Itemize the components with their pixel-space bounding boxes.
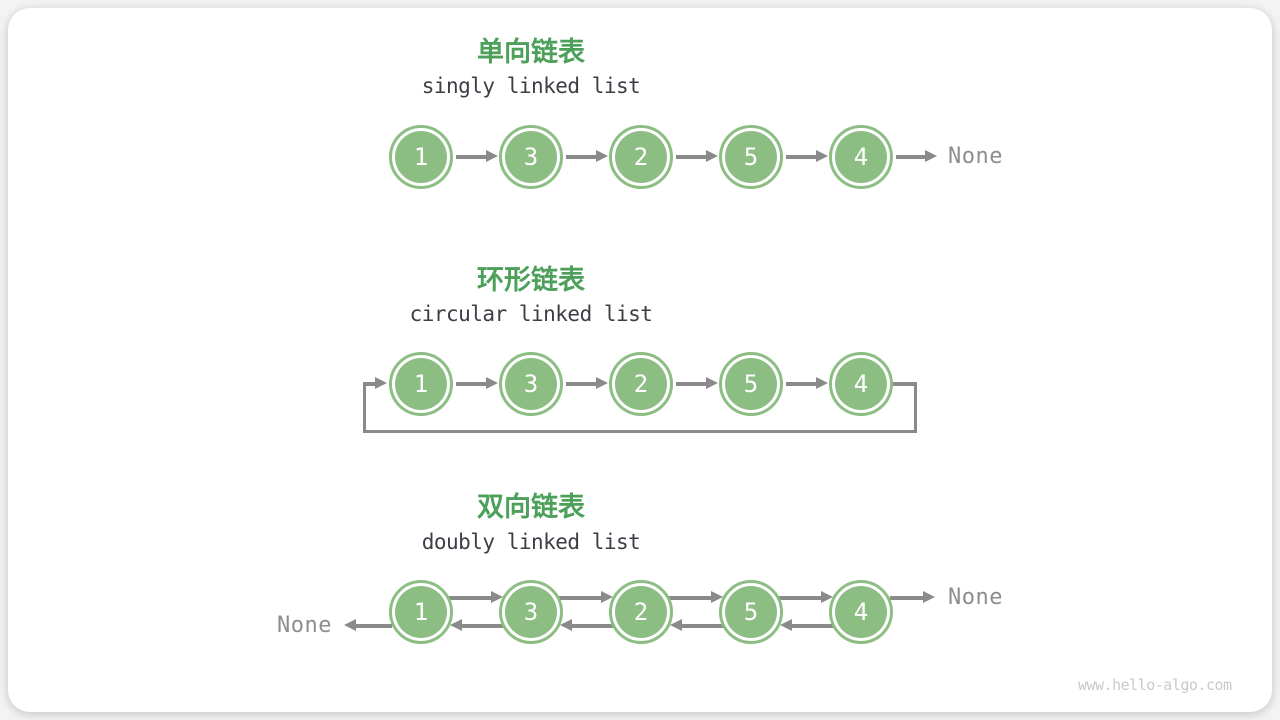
- node-circular-1: 3: [499, 352, 563, 416]
- next-pointer-arrow-icon: [668, 591, 723, 603]
- next-pointer-arrow-icon: [456, 377, 498, 389]
- node-doubly-1: 3: [499, 580, 563, 644]
- next-pointer-arrow-icon: [786, 150, 828, 162]
- node-value: 4: [835, 586, 887, 638]
- node-doubly-4: 4: [829, 580, 893, 644]
- node-circular-2: 2: [609, 352, 673, 416]
- node-doubly-0: 1: [389, 580, 453, 644]
- node-circular-4: 4: [829, 352, 893, 416]
- circular-loop-path: [363, 382, 917, 433]
- prev-pointer-arrow-icon: [670, 619, 725, 631]
- node-singly-4: 4: [829, 125, 893, 189]
- next-pointer-arrow-icon: [676, 377, 718, 389]
- none-label-singly-tail: None: [948, 144, 1003, 169]
- next-pointer-arrow-icon: [566, 150, 608, 162]
- prev-pointer-arrow-icon: [560, 619, 615, 631]
- next-pointer-arrow-icon: [448, 591, 503, 603]
- section-subtitle-circular: circular linked list: [409, 302, 653, 326]
- node-value: 2: [615, 131, 667, 183]
- node-value: 3: [505, 131, 557, 183]
- next-pointer-arrow-icon: [778, 591, 833, 603]
- node-doubly-3: 5: [719, 580, 783, 644]
- tail-none-arrow-icon: [890, 591, 935, 603]
- node-value: 3: [505, 586, 557, 638]
- watermark-label: www.hello-algo.com: [1078, 676, 1232, 694]
- section-subtitle-doubly: doubly linked list: [421, 530, 641, 554]
- none-label-doubly-head: None: [277, 613, 332, 638]
- tail-none-arrow-icon: [896, 150, 937, 162]
- section-subtitle-singly: singly linked list: [421, 74, 641, 98]
- node-value: 1: [395, 586, 447, 638]
- node-value: 3: [505, 358, 557, 410]
- node-singly-3: 5: [719, 125, 783, 189]
- prev-pointer-arrow-icon: [450, 619, 505, 631]
- section-title-doubly: 双向链表: [477, 492, 585, 522]
- section-title-circular: 环形链表: [477, 265, 585, 295]
- loop-exit-line: [891, 382, 917, 386]
- node-value: 4: [835, 131, 887, 183]
- node-value: 5: [725, 131, 777, 183]
- node-singly-1: 3: [499, 125, 563, 189]
- section-title-singly: 单向链表: [477, 37, 585, 67]
- node-value: 5: [725, 358, 777, 410]
- next-pointer-arrow-icon: [566, 377, 608, 389]
- loop-entry-arrow-icon: [363, 377, 387, 389]
- node-value: 2: [615, 358, 667, 410]
- node-singly-2: 2: [609, 125, 673, 189]
- next-pointer-arrow-icon: [456, 150, 498, 162]
- node-singly-0: 1: [389, 125, 453, 189]
- node-doubly-2: 2: [609, 580, 673, 644]
- prev-pointer-arrow-icon: [780, 619, 835, 631]
- node-value: 2: [615, 586, 667, 638]
- next-pointer-arrow-icon: [558, 591, 613, 603]
- head-none-arrow-icon: [344, 619, 392, 631]
- node-value: 1: [395, 358, 447, 410]
- next-pointer-arrow-icon: [786, 377, 828, 389]
- node-circular-0: 1: [389, 352, 453, 416]
- next-pointer-arrow-icon: [676, 150, 718, 162]
- node-value: 4: [835, 358, 887, 410]
- node-value: 5: [725, 586, 777, 638]
- node-circular-3: 5: [719, 352, 783, 416]
- node-value: 1: [395, 131, 447, 183]
- none-label-doubly-tail: None: [948, 585, 1003, 610]
